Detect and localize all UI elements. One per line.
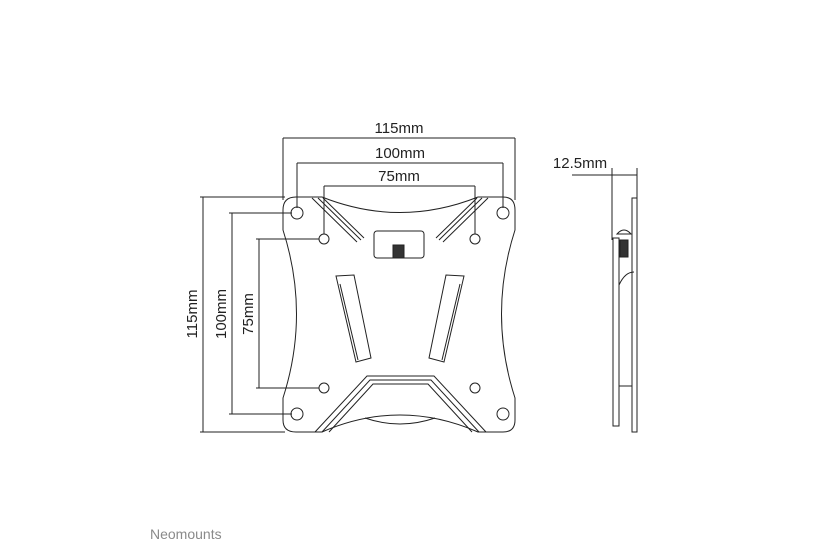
width-115-label: 115mm [375,120,424,137]
height-75-label: 75mm [240,293,257,335]
height-100-label: 100mm [213,289,230,339]
width-dimensions: 115mm 100mm 75mm [282,120,516,234]
brand-logo-text: Neomounts [150,526,222,542]
vesa-plate-front [282,196,516,433]
height-115-label: 115mm [184,290,201,339]
height-dimensions: 115mm 100mm 75mm [184,196,319,433]
mount-hole [290,206,304,220]
mount-hole [469,233,481,245]
mount-hole [318,233,330,245]
width-75-label: 75mm [378,168,420,185]
mount-hole [496,407,510,421]
mount-hole [318,382,330,394]
mount-hole [290,407,304,421]
side-view: 12.5mm [553,155,638,433]
width-100-label: 100mm [375,145,425,162]
depth-label: 12.5mm [553,155,607,172]
mount-hole [469,382,481,394]
mount-hole [496,206,510,220]
